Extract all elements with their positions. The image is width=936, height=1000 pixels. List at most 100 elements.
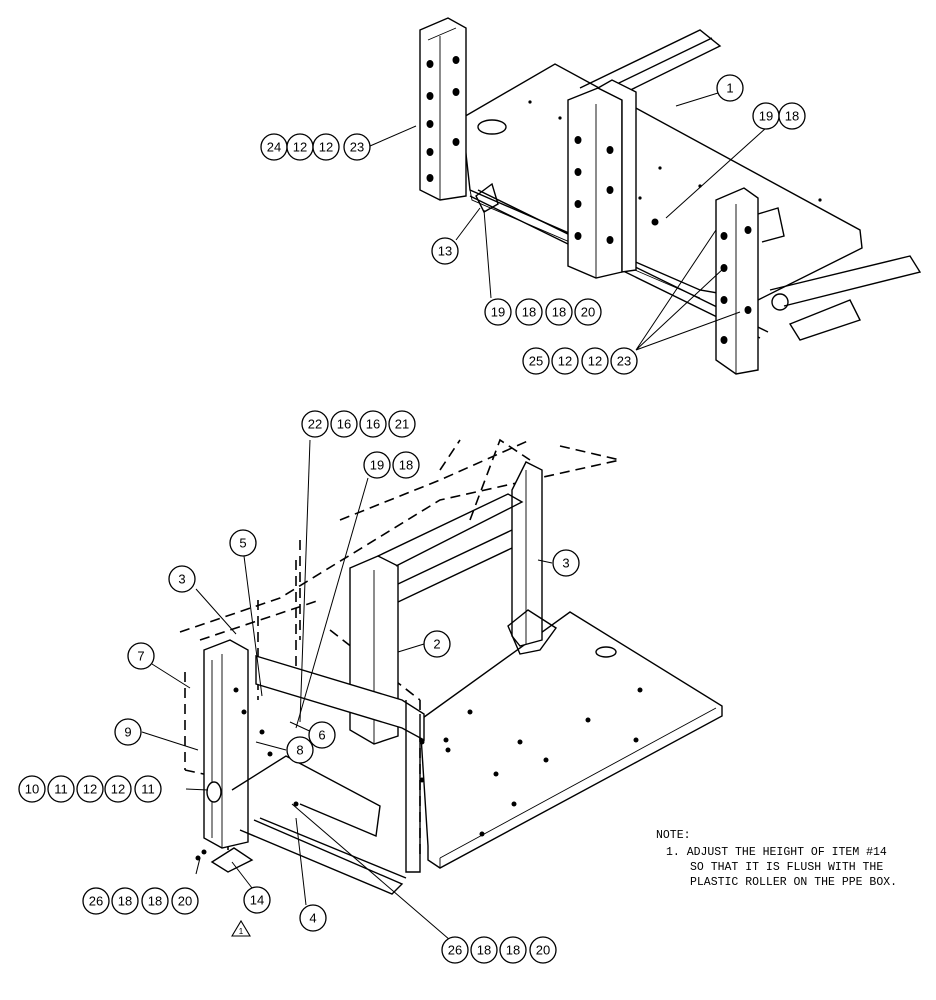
balloon-label: 26 — [89, 894, 103, 909]
balloon-item-5: 5 — [229, 529, 257, 557]
balloon: 22 — [301, 410, 329, 438]
balloon-item-3-right: 3 — [552, 549, 580, 577]
balloon-label: 8 — [296, 743, 303, 758]
note-line-3: PLASTIC ROLLER ON THE PPE BOX. — [690, 876, 897, 889]
balloon: 20 — [529, 936, 557, 964]
balloon-label: 5 — [239, 536, 246, 551]
balloon-group-10-11-12-12-11: 10 11 12 12 11 — [18, 775, 162, 803]
balloon-item-7: 7 — [127, 642, 155, 670]
leader-lines — [141, 92, 767, 941]
revision-label: 1 — [239, 927, 244, 936]
revision-triangle-icon: 1 — [231, 919, 251, 937]
balloon: 12 — [312, 133, 340, 161]
balloon: 18 — [499, 936, 527, 964]
balloon-label: 20 — [581, 305, 595, 320]
balloon-label: 20 — [536, 943, 550, 958]
balloon-label: 16 — [366, 417, 380, 432]
balloon-label: 7 — [137, 649, 144, 664]
balloon-label: 25 — [529, 354, 543, 369]
balloon-label: 23 — [617, 354, 631, 369]
balloon: 12 — [76, 775, 104, 803]
balloon-label: 18 — [785, 109, 799, 124]
balloon: 20 — [574, 298, 602, 326]
balloon-label: 12 — [293, 140, 307, 155]
balloon-label: 12 — [319, 140, 333, 155]
balloon: 12 — [286, 133, 314, 161]
balloon-label: 20 — [178, 894, 192, 909]
balloon: 18 — [778, 102, 806, 130]
balloon-label: 9 — [124, 725, 131, 740]
balloon-item-2: 2 — [423, 630, 451, 658]
balloon-label: 11 — [141, 782, 155, 797]
balloon: 10 — [18, 775, 46, 803]
balloon: 18 — [470, 936, 498, 964]
balloon: 23 — [610, 347, 638, 375]
balloon: 19 — [484, 298, 512, 326]
balloon-label: 23 — [350, 140, 364, 155]
balloon-label: 18 — [399, 458, 413, 473]
balloon-label: 6 — [318, 728, 325, 743]
balloon: 26 — [82, 887, 110, 915]
balloon-item-1: 1 — [716, 74, 744, 102]
balloon-group-26-18-18-20-right: 26 18 18 20 — [441, 936, 557, 964]
balloon: 12 — [104, 775, 132, 803]
balloon-label: 13 — [438, 244, 452, 259]
balloon: 16 — [330, 410, 358, 438]
balloon-label: 18 — [552, 305, 566, 320]
balloon-item-14: 14 — [243, 886, 271, 914]
balloon: 12 — [551, 347, 579, 375]
balloon: 11 — [47, 775, 75, 803]
balloon: 20 — [171, 887, 199, 915]
top-assembly-view — [419, 17, 922, 375]
balloon-label: 18 — [148, 894, 162, 909]
balloon-label: 19 — [491, 305, 505, 320]
note-line-1: 1. ADJUST THE HEIGHT OF ITEM #14 — [666, 846, 887, 859]
balloon-group-19-18-bottom: 19 18 — [363, 451, 420, 479]
bottom-assembly-view — [179, 438, 723, 895]
balloon-item-3-left: 3 — [168, 565, 196, 593]
balloon-item-8: 8 — [286, 736, 314, 764]
balloon: 18 — [141, 887, 169, 915]
balloon: 18 — [545, 298, 573, 326]
balloon-label: 21 — [395, 417, 409, 432]
balloon: 18 — [392, 451, 420, 479]
balloon-group-25-12-12-23: 25 12 12 23 — [522, 347, 638, 375]
balloon-label: 1 — [726, 81, 733, 96]
balloon-label: 2 — [433, 637, 440, 652]
balloon-label: 12 — [83, 782, 97, 797]
balloon-group-19-18-18-20: 19 18 18 20 — [484, 298, 602, 326]
balloon-label: 18 — [118, 894, 132, 909]
balloon-label: 26 — [448, 943, 462, 958]
balloon: 11 — [134, 775, 162, 803]
balloon: 16 — [359, 410, 387, 438]
note-line-2: SO THAT IT IS FLUSH WITH THE — [690, 861, 883, 874]
balloon: 25 — [522, 347, 550, 375]
balloon-label: 12 — [558, 354, 572, 369]
balloon-label: 16 — [337, 417, 351, 432]
balloon-label: 18 — [506, 943, 520, 958]
balloon-group-22-16-16-21: 22 16 16 21 — [301, 410, 416, 438]
note-heading: NOTE: — [656, 829, 691, 842]
balloon: 24 — [260, 133, 288, 161]
balloon-label: 24 — [267, 140, 281, 155]
balloon-item-9: 9 — [114, 718, 142, 746]
balloon-group-24-12-12-23: 24 12 12 23 — [260, 133, 371, 161]
balloon-label: 18 — [522, 305, 536, 320]
balloon: 26 — [441, 936, 469, 964]
balloon-label: 3 — [178, 572, 185, 587]
balloon-label: 11 — [54, 782, 68, 797]
balloon-item-4: 4 — [299, 904, 327, 932]
balloon-label: 19 — [759, 109, 773, 124]
balloon-label: 10 — [25, 782, 39, 797]
balloon: 21 — [388, 410, 416, 438]
balloon-label: 18 — [477, 943, 491, 958]
balloon: 23 — [343, 133, 371, 161]
balloon: 12 — [581, 347, 609, 375]
balloon-group-26-18-18-20-left: 26 18 18 20 — [82, 887, 199, 915]
balloon-label: 4 — [309, 911, 316, 926]
balloon: 18 — [111, 887, 139, 915]
note-block: NOTE: 1. ADJUST THE HEIGHT OF ITEM #14 S… — [656, 829, 897, 889]
balloon: 18 — [515, 298, 543, 326]
balloon-label: 12 — [588, 354, 602, 369]
